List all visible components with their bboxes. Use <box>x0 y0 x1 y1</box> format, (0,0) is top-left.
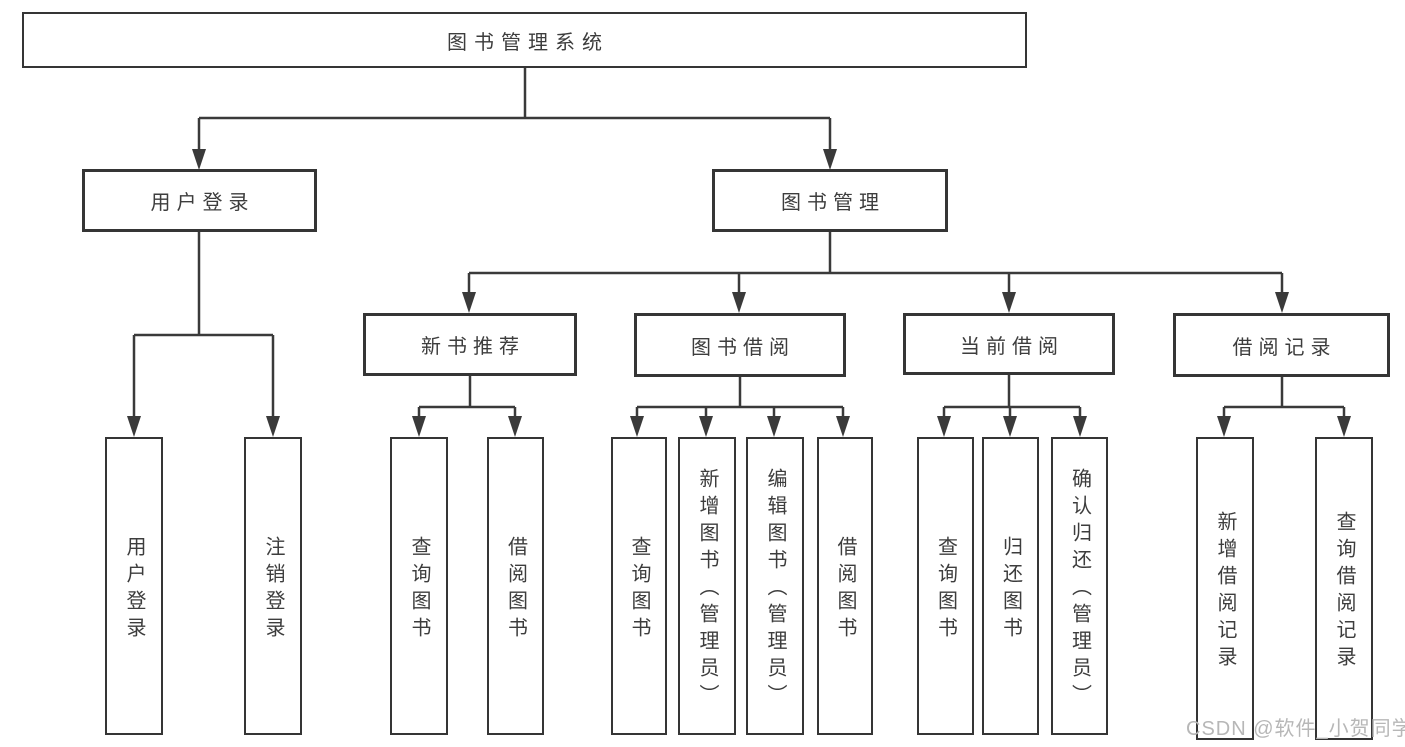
node-label: 新增借阅记录 <box>1214 511 1236 673</box>
node-bb-add-book-admin: 新增图书（管理员） <box>678 437 736 735</box>
csdn-watermark: CSDN @软件_小贺同学 <box>1186 718 1405 740</box>
node-label: 用户登录 <box>123 535 145 644</box>
node-library-management-system: 图书管理系统 <box>22 12 1027 68</box>
node-label: 查询图书 <box>408 535 430 644</box>
node-book-borrowing: 图书借阅 <box>634 313 846 377</box>
node-label: 借阅记录 <box>1232 336 1337 359</box>
node-label: 借阅图书 <box>504 535 527 644</box>
node-label: 注销登录 <box>262 535 284 644</box>
node-label: 新书推荐 <box>421 336 525 358</box>
node-current-borrowing: 当前借阅 <box>903 313 1115 375</box>
node-br-query-record: 查询借阅记录 <box>1315 437 1373 740</box>
node-label: 当前借阅 <box>960 335 1064 358</box>
node-cb-return-book: 归还图书 <box>982 437 1039 735</box>
node-leaf-logout: 注销登录 <box>244 437 302 735</box>
node-label: 新增图书（管理员） <box>696 468 718 711</box>
node-nbr-borrow-book: 借阅图书 <box>487 437 544 735</box>
node-label: 查询借阅记录 <box>1333 511 1355 673</box>
node-br-add-record: 新增借阅记录 <box>1196 437 1254 740</box>
node-borrowing-records: 借阅记录 <box>1173 313 1390 377</box>
node-label: 图书借阅 <box>691 336 795 359</box>
node-cb-query-book: 查询图书 <box>917 437 974 735</box>
node-label: 确认归还（管理员） <box>1068 468 1091 711</box>
node-label: 查询图书 <box>934 535 957 644</box>
node-label: 查询图书 <box>628 535 650 644</box>
node-leaf-user-login: 用户登录 <box>105 437 163 735</box>
node-label: 图书管理 <box>781 192 885 214</box>
node-label: 图书管理系统 <box>447 31 609 54</box>
node-label: 借阅图书 <box>834 535 856 644</box>
node-cb-confirm-return-admin: 确认归还（管理员） <box>1051 437 1108 735</box>
node-new-book-recommendation: 新书推荐 <box>363 313 577 376</box>
arrowheads <box>127 149 1351 437</box>
node-bb-borrow-book: 借阅图书 <box>817 437 873 735</box>
node-user-login: 用户登录 <box>82 169 317 232</box>
node-label: 编辑图书（管理员） <box>764 468 786 711</box>
node-bb-edit-book-admin: 编辑图书（管理员） <box>746 437 804 735</box>
node-book-management: 图书管理 <box>712 169 948 232</box>
node-nbr-query-book: 查询图书 <box>390 437 448 735</box>
node-label: 用户登录 <box>150 192 255 214</box>
node-label: 归还图书 <box>999 535 1022 644</box>
node-bb-query-book: 查询图书 <box>611 437 667 735</box>
